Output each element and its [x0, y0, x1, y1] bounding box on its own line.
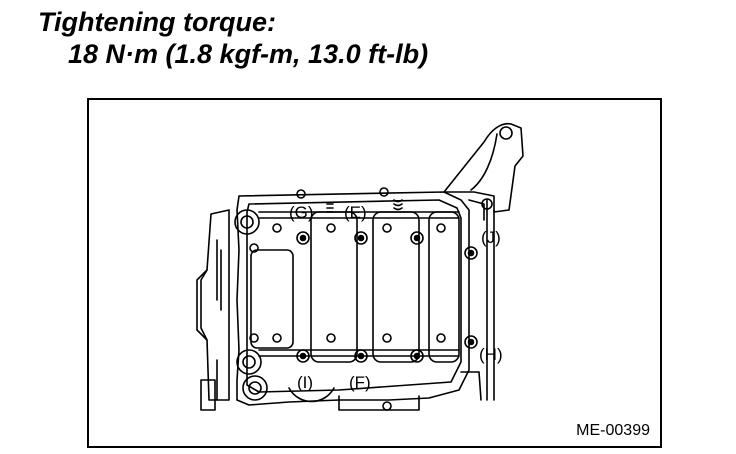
- small-hole: [382, 333, 392, 343]
- right-rail-top: [468, 199, 485, 221]
- small-hole: [296, 189, 306, 199]
- small-hole: [326, 223, 336, 233]
- main-bolt-i: [296, 349, 310, 363]
- small-hole: [272, 223, 282, 233]
- flange-bolt-hole: [499, 126, 513, 140]
- left-lower-boss: [200, 379, 216, 411]
- main-bolt-g: [296, 231, 310, 245]
- main-bolt-g-center: [299, 234, 307, 242]
- left-boss-bottom: [242, 375, 268, 401]
- callout-g: (G): [289, 203, 314, 222]
- main-bolt-upper-right: [410, 231, 424, 245]
- flange-inner-edge: [470, 133, 498, 191]
- small-hole: [436, 223, 446, 233]
- left-boss-lower-hole: [242, 355, 256, 369]
- main-bolt-e: [354, 231, 368, 245]
- figure-frame: (G) (E) (J) (H) (I) (F) ME-00399: [87, 98, 662, 448]
- small-hole: [249, 243, 259, 253]
- main-bolt-f-center: [357, 352, 365, 360]
- small-hole: [382, 223, 392, 233]
- gallery-mark-e: [393, 199, 403, 211]
- side-bolt-h: [464, 335, 478, 349]
- main-bolt-i-center: [299, 352, 307, 360]
- side-bolt-j-center: [467, 249, 475, 257]
- small-hole: [382, 401, 392, 411]
- lower-arc-left: [288, 387, 335, 403]
- gallery-mark-g: [326, 203, 334, 213]
- small-hole: [272, 333, 282, 343]
- main-bolt-lower-right: [410, 349, 424, 363]
- small-hole: [436, 333, 446, 343]
- block-inner-outline: [246, 199, 462, 393]
- left-boss-bottom-hole: [248, 381, 262, 395]
- side-bolt-h-center: [467, 338, 475, 346]
- cap-rail-1: [250, 249, 294, 349]
- left-boss-upper: [234, 209, 260, 235]
- upper-flange-outline: [443, 122, 524, 213]
- cylinder-block-drawing: (G) (E) (J) (H) (I) (F): [196, 122, 524, 411]
- figure-code: ME-00399: [576, 422, 650, 439]
- small-hole: [326, 333, 336, 343]
- callout-f: (F): [349, 373, 371, 392]
- callout-i: (I): [297, 373, 313, 392]
- callout-j: (J): [481, 228, 501, 247]
- callout-h: (H): [479, 345, 503, 364]
- callout-e: (E): [344, 203, 367, 222]
- main-bolt-e-center: [357, 234, 365, 242]
- lower-web: [338, 395, 420, 411]
- left-side-plate: [200, 209, 230, 401]
- tightening-torque-heading: Tightening torque: 18 N·m (1.8 kgf-m, 13…: [38, 6, 428, 70]
- small-hole: [249, 333, 259, 343]
- main-bolt-f: [354, 349, 368, 363]
- heading-line-1: Tightening torque:: [38, 7, 276, 37]
- upper-bar: [258, 211, 460, 219]
- left-side-lines: [216, 239, 222, 401]
- main-bolt-lower-right-center: [413, 352, 421, 360]
- side-bolt-j: [464, 246, 478, 260]
- lower-right-step: [460, 371, 482, 401]
- left-boss-lower: [236, 349, 262, 375]
- left-boss-upper-hole: [240, 215, 254, 229]
- rail-bolt-hole: [481, 198, 493, 210]
- small-hole: [379, 187, 389, 197]
- heading-line-2: 18 N·m (1.8 kgf-m, 13.0 ft-lb): [68, 39, 429, 69]
- left-side-step: [196, 269, 208, 341]
- main-bolt-upper-right-center: [413, 234, 421, 242]
